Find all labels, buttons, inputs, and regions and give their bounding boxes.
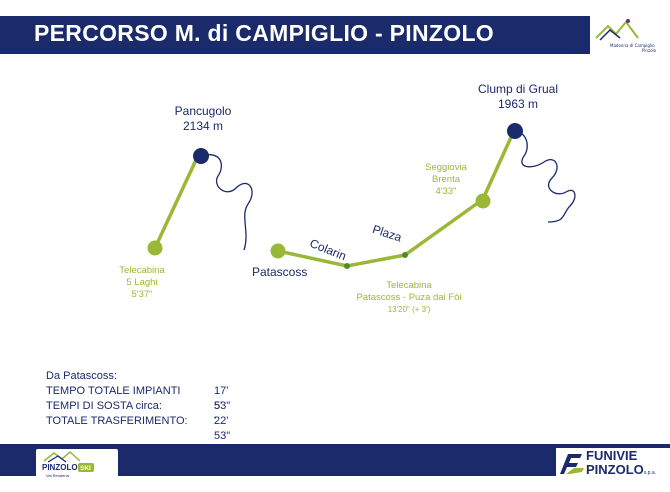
node-patascoss xyxy=(270,243,286,259)
node-seggiovia-brenta xyxy=(475,193,491,209)
lift-time: 5'37" xyxy=(131,289,153,300)
funivie-line2: PINZOLOs.p.a. xyxy=(586,462,656,477)
lift-type: Telecabina xyxy=(119,265,165,276)
ski-run-pancugolo xyxy=(200,154,253,251)
peak-pancugolo: Pancugolo 2134 m xyxy=(168,104,238,134)
lift-line-5-laghi xyxy=(153,159,198,249)
summary-value: 5' xyxy=(214,400,223,412)
summary-block: Da Patascoss: TEMPO TOTALE IMPIANTI 17' … xyxy=(46,369,230,442)
lift-type: Seggiovia xyxy=(425,162,467,173)
lift-seggiovia-brenta: Seggiovia Brenta 4'33" xyxy=(417,162,475,198)
lift-name: Brenta xyxy=(432,174,460,185)
ski-logo-sub: Val Rendena xyxy=(46,473,70,478)
summary-value: 17' 53" ' xyxy=(214,385,231,427)
peak-clump-di-grual: Clump di Grual 1963 m xyxy=(470,82,566,112)
lift-line-brenta-lower xyxy=(403,198,484,257)
summary-row-trasferimento: TOTALE TRASFERIMENTO: 22' 53" xyxy=(46,414,230,442)
funivie-suffix: s.p.a. xyxy=(643,470,657,476)
lift-telecabina-5-laghi: Telecabina 5 Laghi 5'37" xyxy=(104,265,180,301)
summary-row-sosta: TEMPI DI SOSTA circa: 5' xyxy=(46,399,222,414)
funivie-pinzolo-logo: FUNIVIE PINZOLOs.p.a. xyxy=(556,448,670,478)
campiglio-logo-text: Madonna di Campiglio xyxy=(610,43,655,48)
summary-heading: Da Patascoss: xyxy=(46,370,117,382)
summary-label: TOTALE TRASFERIMENTO: xyxy=(46,415,188,427)
lift-type: Telecabina xyxy=(386,280,432,291)
summary-label: TEMPI DI SOSTA circa: xyxy=(46,400,162,412)
lift-time: 13'20" (+ 3') xyxy=(387,305,431,314)
page-title: PERCORSO M. di CAMPIGLIO - PINZOLO xyxy=(34,20,494,46)
ski-run-clump xyxy=(514,130,576,223)
node-plaza xyxy=(402,252,408,258)
lift-telecabina-patascoss: Telecabina Patascoss - Puza dai Fòi 13'2… xyxy=(344,280,474,316)
ski-logo-text: PINZOLO xyxy=(42,463,78,472)
pinzolo-ski-logo: PINZOLO SKI Val Rendena xyxy=(36,449,118,479)
peak-elevation: 2134 m xyxy=(182,119,224,133)
campiglio-logo: Madonna di Campiglio Pinzolo xyxy=(590,16,670,54)
station-patascoss: Patascoss xyxy=(252,265,308,279)
lift-line-brenta xyxy=(481,134,514,200)
peak-elevation: 1963 m xyxy=(497,97,539,111)
node-pancugolo xyxy=(193,148,209,164)
funivie-name: PINZOLO xyxy=(586,462,644,477)
lift-time: 4'33" xyxy=(435,186,457,197)
node-clump-di-grual xyxy=(507,123,523,139)
summary-row-impianti: TEMPO TOTALE IMPIANTI 17' 53" ' xyxy=(46,384,230,427)
node-colarin xyxy=(344,263,350,269)
summary-label: TEMPO TOTALE IMPIANTI xyxy=(46,385,181,397)
lift-name: Patascoss - Puza dai Fòi xyxy=(356,292,462,303)
lift-name: 5 Laghi xyxy=(126,277,158,288)
ski-logo-badge: SKI xyxy=(80,465,91,472)
funivie-line1: FUNIVIE xyxy=(586,448,638,463)
campiglio-logo-sub: Pinzolo xyxy=(642,48,657,53)
summary-value: 22' 53" xyxy=(214,415,231,442)
peak-name: Pancugolo xyxy=(174,104,232,118)
node-telecabina-5-laghi xyxy=(147,240,163,256)
peak-name: Clump di Grual xyxy=(477,82,559,96)
header-bar: PERCORSO M. di CAMPIGLIO - PINZOLO Madon… xyxy=(0,16,670,54)
